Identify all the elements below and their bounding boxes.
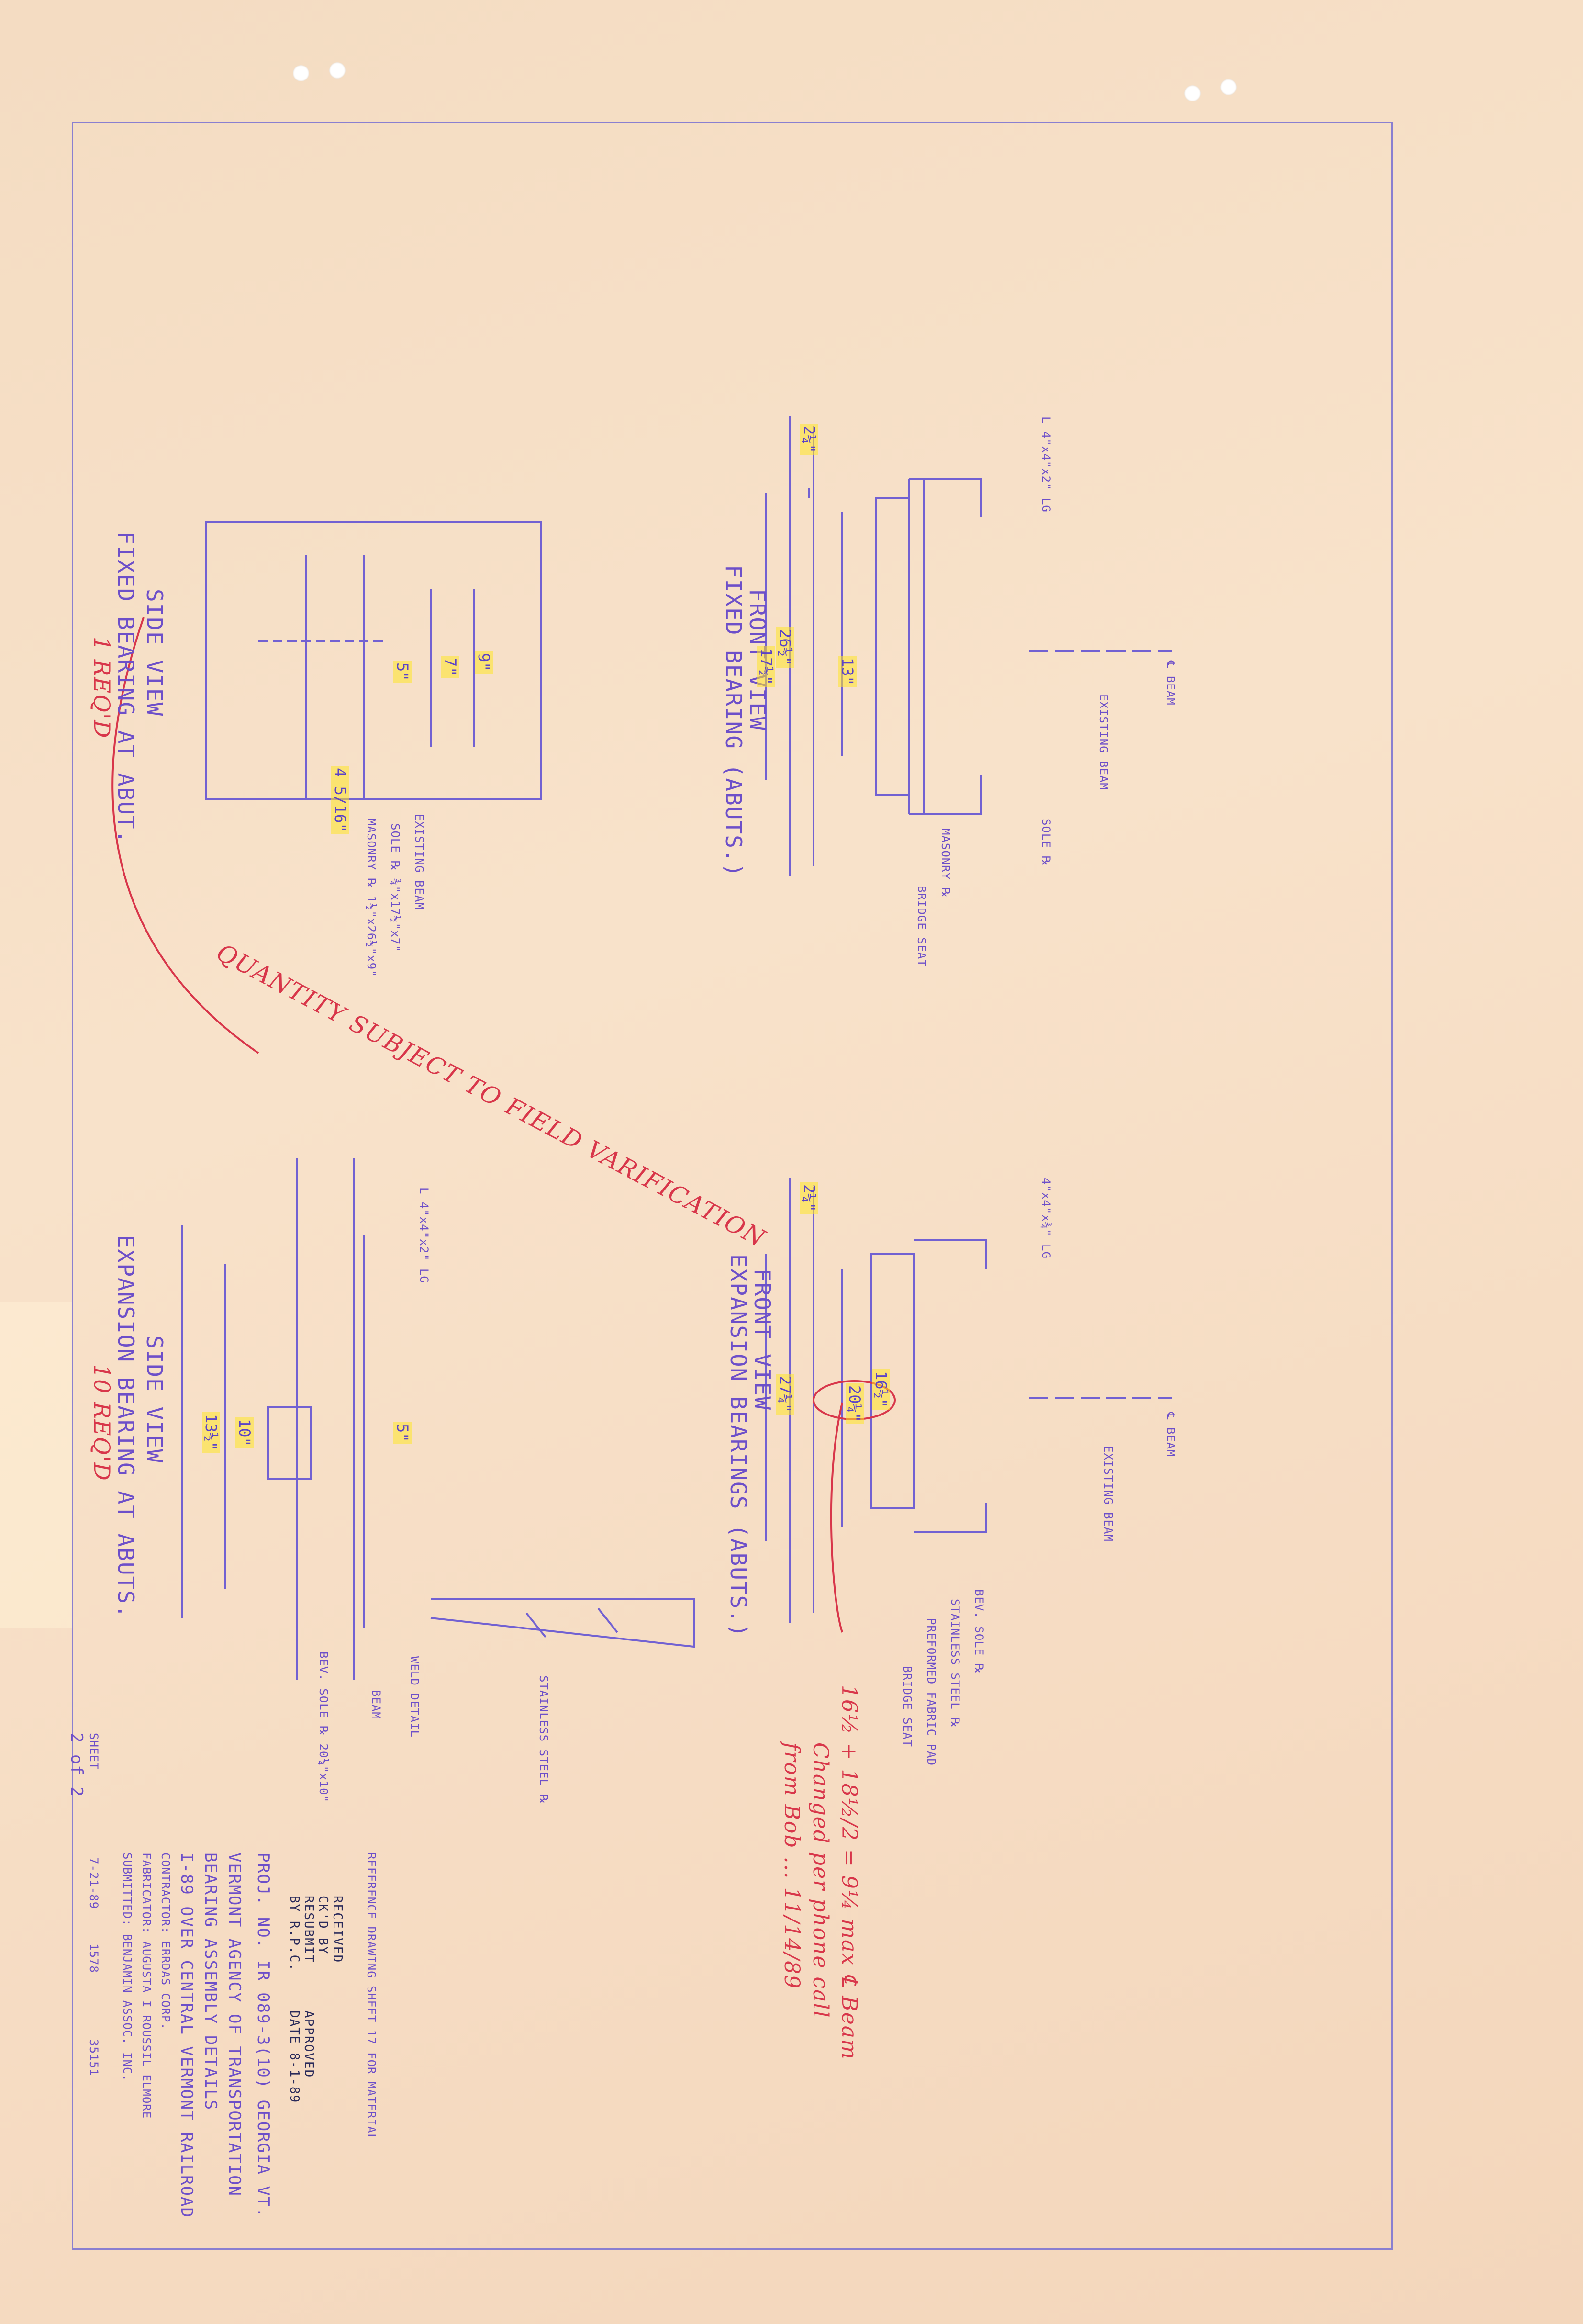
sheet-label: SHEET	[87, 1733, 100, 1770]
dim-value: 9"	[475, 651, 493, 674]
label-sole-plate: SOLE ℞	[1039, 819, 1053, 866]
front-fixed-subtitle: FIXED BEARING (ABUTS.)	[721, 565, 747, 878]
label-masonry-plate-side: MASONRY ℞ 1½"x26½"x9"	[365, 819, 378, 977]
dim-value: 2¼"	[800, 424, 818, 455]
label-cl-beam: ℄ BEAM	[1164, 661, 1177, 706]
label-stainless: STAINLESS STEEL ℞	[948, 1599, 962, 1728]
stamp-ckd: CK'D BY	[316, 1896, 330, 1955]
sole-plate	[875, 497, 910, 796]
dim-value: 13"	[838, 656, 857, 687]
side-fixed-title: SIDE VIEW	[142, 589, 167, 717]
label-bridge-seat-exp: BRIDGE SEAT	[901, 1666, 914, 1747]
tb-no: 35151	[87, 2039, 100, 2077]
label-masonry-plate: MASONRY ℞	[939, 828, 952, 898]
bev-sole-plate	[870, 1253, 915, 1509]
label-angle: L 4"x4"x2" LG	[1039, 416, 1053, 513]
label-cl-beam-exp: ℄ BEAM	[1164, 1412, 1177, 1457]
dim-value: 20¼"	[846, 1383, 864, 1425]
contractor: CONTRACTOR: ERRDAS CORP.	[159, 1852, 172, 2030]
label-sole-plate-side: SOLE ℞ ¾"x17½"x7"	[389, 823, 402, 953]
dim-value: 2¼"	[800, 1182, 818, 1214]
stamp-approved: APPROVED	[301, 2010, 316, 2078]
dim-value: 7"	[441, 656, 459, 678]
drawing-title: BEARING ASSEMBLY DETAILS	[201, 1852, 220, 2111]
punch-hole	[329, 62, 346, 79]
dim-value: 5"	[393, 661, 412, 683]
stamp-by: BY R.P.C.	[287, 1896, 301, 1972]
front-exp-title: FRONT VIEW	[749, 1269, 775, 1411]
front-exp-subtitle: EXPANSION BEARINGS (ABUTS.)	[725, 1254, 751, 1638]
label-existing-beam-side: EXISTING BEAM	[412, 814, 426, 910]
side-fixed-outline	[205, 521, 542, 800]
label-existing-beam: EXISTING BEAM	[1097, 694, 1110, 790]
label-beam: BEAM	[369, 1690, 383, 1719]
calc-arrow	[830, 1402, 843, 1633]
label-bridge-seat: BRIDGE SEAT	[915, 886, 928, 967]
punch-hole	[293, 65, 309, 81]
side-exp-subtitle: EXPANSION BEARING AT ABUTS.	[113, 1235, 139, 1619]
change-note-2: from Bob ... 11/14/89	[780, 1742, 804, 1990]
side-exp-qty: 10 REQ'D	[89, 1364, 115, 1482]
dim-value: 4 5/16"	[331, 766, 349, 834]
label-stainless-weld: STAINLESS STEEL ℞	[537, 1675, 550, 1805]
label-bev-sole-side: BEV. SOLE ℞ 20¼"x10"	[317, 1651, 330, 1803]
stamp-received: RECEIVED	[330, 1896, 345, 1964]
label-weld-detail: WELD DETAIL	[408, 1656, 421, 1738]
label-bev-sole: BEV. SOLE ℞	[972, 1589, 986, 1674]
dim-value: 5"	[393, 1422, 412, 1444]
reference-note: REFERENCE DRAWING SHEET 17 FOR MATERIAL	[365, 1852, 378, 2141]
stamp-date: DATE 8-1-89	[287, 2010, 301, 2104]
label-angle-side-exp: L 4"x4"x2" LG	[417, 1187, 431, 1283]
stamp-resubmit: RESUBMIT	[301, 1896, 316, 1964]
dim-value: 27¼"	[776, 1374, 794, 1415]
drawing-border	[72, 122, 1393, 2250]
submitted-by: SUBMITTED: BENJAMIN ASSOC. INC.	[121, 1852, 134, 2082]
sheet-number: 2 of 2	[67, 1733, 86, 1797]
project-number: PROJ. NO. IR 089-3(10) GEORGIA VT.	[254, 1852, 273, 2218]
agency-name: VERMONT AGENCY OF TRANSPORTATION	[225, 1852, 244, 2197]
calc-note: 16½ + 18½/2 = 9¼ max ℄ Beam	[837, 1685, 861, 2060]
label-angle-exp: 4"x4"x¾" LG	[1039, 1178, 1053, 1259]
label-existing-beam-exp: EXISTING BEAM	[1102, 1446, 1115, 1542]
note-arrow	[111, 617, 259, 1054]
side-fixed-qty: 1 REQ'D	[89, 637, 115, 739]
label-fabric-pad: PREFORMED FABRIC PAD	[925, 1618, 938, 1766]
change-note-1: Changed per phone call	[808, 1742, 833, 2019]
dim-value: 16½"	[872, 1369, 890, 1410]
dim-value: 10"	[235, 1417, 254, 1448]
punch-hole	[1184, 85, 1201, 101]
side-fixed-subtitle: FIXED BEARING AT ABUT.	[113, 531, 139, 844]
dim-value: 26½"	[776, 627, 794, 668]
tb-dwg: 1578	[87, 1943, 100, 1973]
punch-hole	[1220, 79, 1237, 95]
tape-strip	[0, 1302, 72, 1628]
fabricator: FABRICATOR: AUGUSTA I ROUSSIL ELMORE	[140, 1852, 153, 2119]
side-exp-title: SIDE VIEW	[142, 1336, 167, 1464]
dim-value: 17½"	[757, 646, 775, 687]
dim-value: 13½"	[202, 1412, 220, 1453]
tb-date: 7-21-89	[87, 1857, 100, 1909]
bridge-location: I-89 OVER CENTRAL VERMONT RAILROAD	[177, 1852, 196, 2218]
